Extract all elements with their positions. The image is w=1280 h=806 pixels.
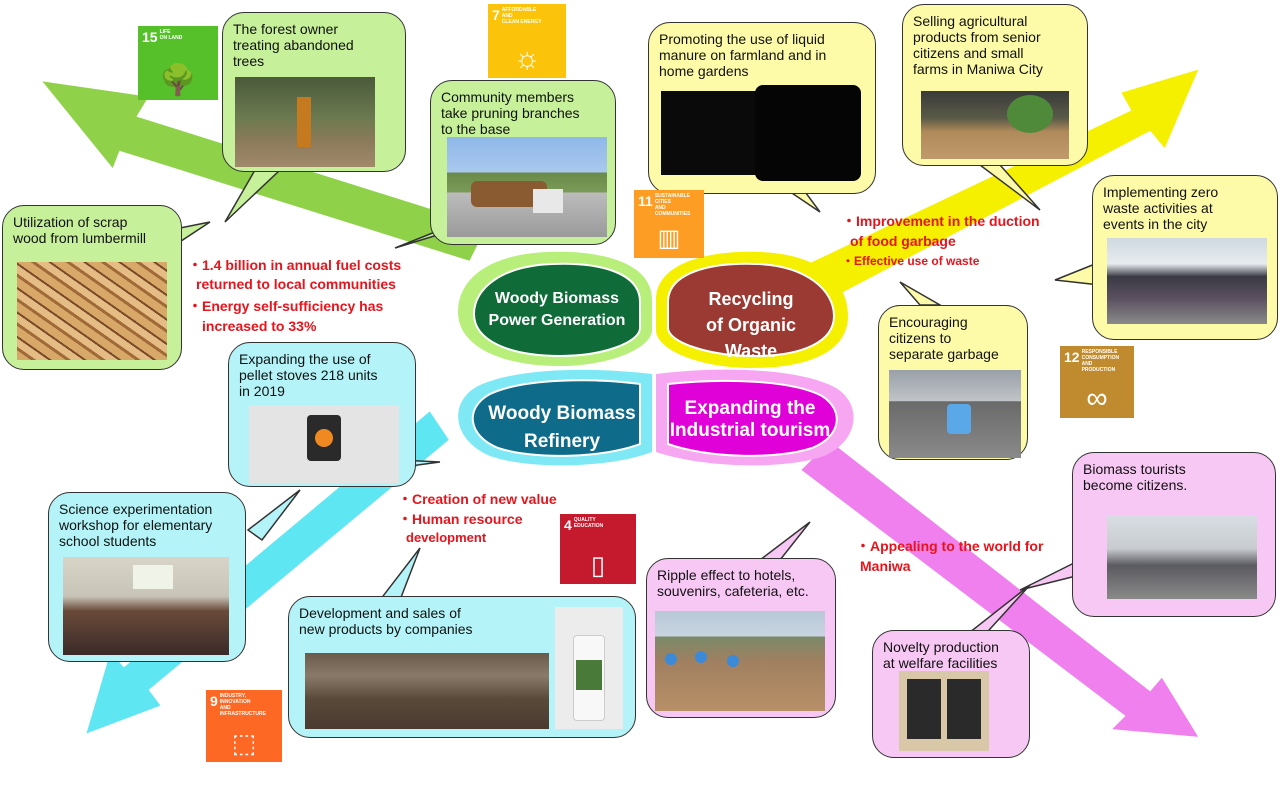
petal-power: [458, 251, 652, 366]
petal-organic: [656, 251, 848, 368]
book-pencil-icon: ▯: [590, 550, 606, 580]
bubble-text: Science experimentation workshop for ele…: [59, 501, 213, 549]
photo-novelty-bags: [899, 671, 989, 751]
bubble-text: Encouraging citizens to separate garbage: [889, 314, 999, 362]
red-new-value: ・Creation of new value: [398, 491, 557, 507]
bubble-community: Community members take pruning branches …: [430, 80, 616, 245]
bubble-text: Community members take pruning branches …: [441, 89, 580, 137]
red-fuel-costs-1: ・1.4 billion in annual fuel costs: [188, 257, 402, 273]
bubble-text: Development and sales of new products by…: [299, 605, 473, 637]
bubble-liquid-manure: Promoting the use of liquid manure on fa…: [648, 22, 876, 194]
magenta-arrow: [798, 438, 1202, 740]
photo-scrap-wood: [17, 262, 167, 360]
photo-manure-right: [755, 85, 861, 181]
sun-power-icon: ☼: [513, 42, 541, 75]
red-fuel-costs-2: returned to local communities: [196, 276, 396, 292]
tree-icon: 🌳: [159, 64, 197, 97]
red-food-1: ・Improvement in the duction: [842, 213, 1040, 229]
center-label-power: Woody Biomass Power Generation: [488, 290, 626, 329]
bubble-text: The forest owner treating abandoned tree…: [233, 21, 354, 69]
photo-pellet-stove: [249, 405, 399, 483]
bubble-pellet-stoves: Expanding the use of pellet stoves 218 u…: [228, 342, 416, 487]
center-label-refinery: Woody Biomass Refinery: [488, 403, 636, 452]
photo-manure-left: [661, 91, 757, 175]
photo-products: [305, 653, 549, 729]
photo-forest-logging: [235, 77, 375, 167]
photo-factory-tour: [655, 611, 825, 711]
cubes-icon: ⬚: [231, 728, 257, 758]
bubble-new-products: Development and sales of new products by…: [288, 596, 636, 738]
bubble-text: Utilization of scrap wood from lumbermil…: [13, 214, 147, 246]
bubble-text: Selling agricultural products from senio…: [913, 13, 1043, 77]
bubble-ripple-effect: Ripple effect to hotels, souvenirs, cafe…: [646, 558, 836, 718]
photo-spray-bottle: [555, 607, 623, 729]
red-effective: ・Effective use of waste: [842, 254, 980, 268]
bubble-text: Implementing zero waste activities at ev…: [1103, 184, 1219, 232]
red-appealing-1: ・Appealing to the world for: [856, 538, 1044, 554]
red-energy-1: ・Energy self-sufficiency has: [188, 298, 384, 314]
photo-garbage-station: [889, 370, 1021, 458]
bubble-science-workshop: Science experimentation workshop for ele…: [48, 492, 246, 662]
infinity-icon: ∞: [1086, 382, 1108, 415]
photo-event-crowd: [1107, 238, 1267, 324]
center-label-organic: Recycling of Organic Waste: [705, 289, 796, 361]
bubble-tails-pink: [757, 521, 1081, 641]
photo-plant-visitors: [1107, 515, 1257, 599]
bubble-biomass-tourists: Biomass tourists become citizens.: [1072, 452, 1276, 617]
bubble-text: Promoting the use of liquid manure on fa…: [659, 31, 827, 79]
petal-refinery: [458, 369, 652, 466]
bubble-text: Biomass tourists become citizens.: [1083, 461, 1188, 493]
bubble-scrap-wood: Utilization of scrap wood from lumbermil…: [2, 205, 182, 370]
photo-classroom: [63, 557, 229, 655]
bubble-text: Novelty production at welfare facilities: [883, 639, 999, 671]
red-appealing-2: Maniwa: [860, 558, 911, 574]
photo-truck-branches: [447, 137, 607, 237]
bubble-selling-agri: Selling agricultural products from senio…: [902, 4, 1088, 166]
bubble-tails-yellow: [777, 164, 1101, 306]
center-label-tourism: Expanding the Industrial tourism: [669, 398, 831, 441]
bubble-text: Ripple effect to hotels, souvenirs, cafe…: [657, 567, 809, 599]
red-energy-2: increased to 33%: [202, 318, 317, 334]
bubble-forest-owner: The forest owner treating abandoned tree…: [222, 12, 406, 172]
petal-tourism: [656, 369, 854, 466]
city-icon: ▥: [657, 225, 681, 252]
bubble-novelty: Novelty production at welfare facilities: [872, 630, 1030, 758]
photo-vegetable-stand: [921, 91, 1069, 159]
red-human-2: development: [406, 530, 487, 545]
red-food-2: of food garbage: [850, 233, 956, 249]
bubble-separate-garbage: Encouraging citizens to separate garbage: [878, 305, 1028, 460]
red-human-1: ・Human resource: [398, 511, 523, 527]
bubble-text: Expanding the use of pellet stoves 218 u…: [239, 351, 378, 399]
bubble-zero-waste: Implementing zero waste activities at ev…: [1092, 175, 1278, 340]
